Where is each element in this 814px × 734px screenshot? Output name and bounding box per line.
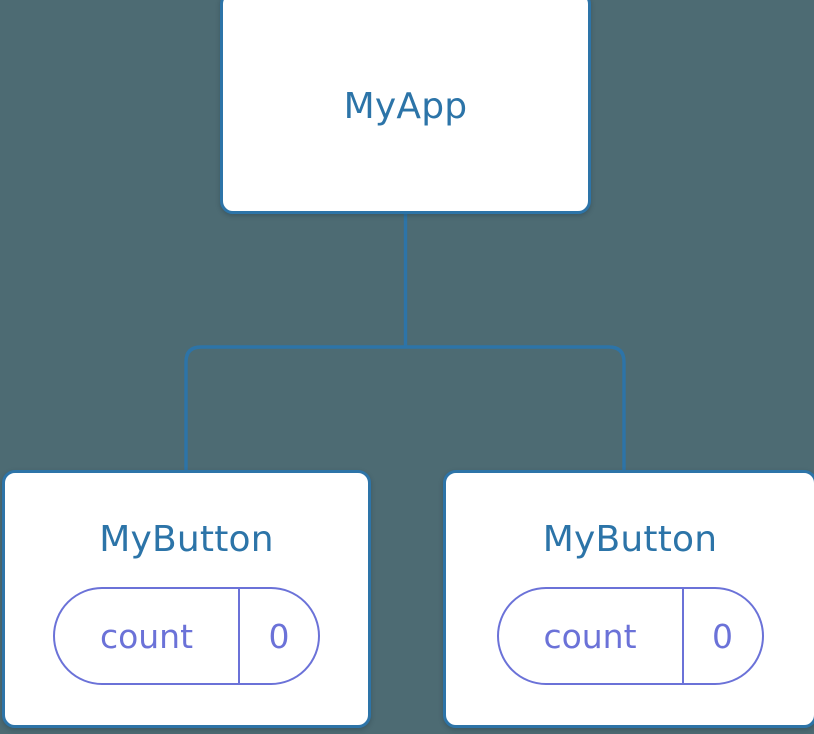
state-pill[interactable]: count 0 [496, 587, 764, 685]
node-mybutton-1[interactable]: MyButton count 0 [443, 470, 814, 728]
node-mybutton-0[interactable]: MyButton count 0 [2, 470, 371, 728]
node-title: MyButton [99, 519, 274, 560]
state-value: 0 [268, 616, 290, 656]
node-title: MyButton [542, 519, 718, 560]
state-key: count [55, 589, 240, 683]
node-title: MyApp [343, 86, 468, 127]
edge-root-to-child-0 [184, 345, 406, 474]
state-key: count [499, 589, 684, 683]
state-pill[interactable]: count 0 [53, 587, 320, 685]
edge-root-to-child-1 [405, 345, 626, 474]
state-value: 0 [712, 616, 733, 656]
node-myapp[interactable]: MyApp [220, 0, 591, 214]
